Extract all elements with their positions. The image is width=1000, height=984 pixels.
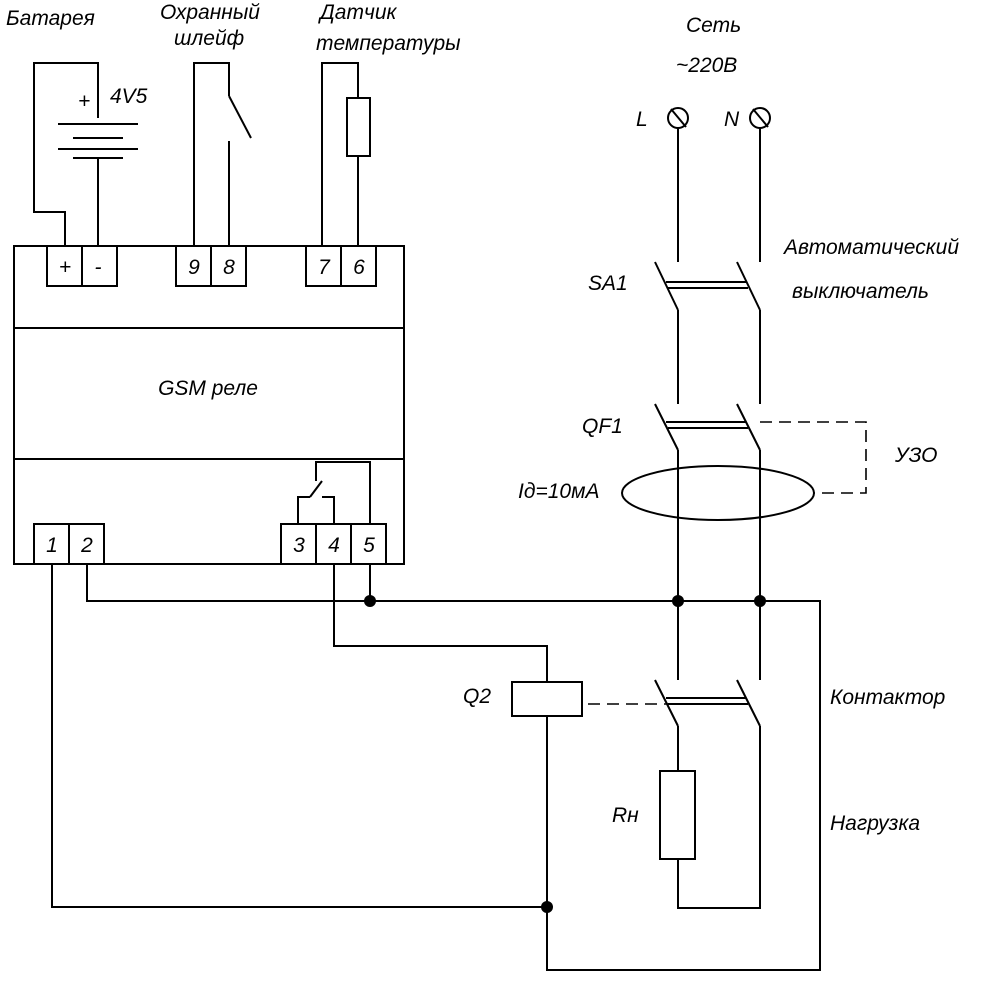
rcd-qf1: QF1 УЗО Iд=10мА (518, 403, 937, 680)
terminal-9-label: 9 (188, 256, 200, 279)
battery-plus-sign: + (78, 90, 90, 113)
junction-dot (672, 595, 684, 607)
battery: Батарея + 4V5 (6, 7, 148, 246)
terminal-minus-label: - (95, 256, 102, 279)
top-terminal-blocks: + - 9 8 7 6 (46, 245, 377, 287)
security-loop: Охранный шлейф (160, 1, 260, 246)
current-transformer-ring (621, 465, 815, 521)
temp-sensor-label-line2: температуры (316, 32, 461, 55)
mains-label-line2: ~220В (676, 54, 737, 77)
temp-sensor-label-line1: Датчик (318, 1, 398, 24)
security-loop-label-line2: шлейф (174, 27, 244, 50)
gsm-relay-module: GSM реле (13, 245, 405, 565)
battery-voltage-label: 4V5 (110, 85, 148, 108)
mains-supply: Сеть ~220В L N (636, 14, 771, 131)
terminal-4-label: 4 (328, 534, 340, 557)
terminal-6-label: 6 (353, 256, 365, 279)
security-loop-label-line1: Охранный (160, 1, 260, 24)
junction-dot (364, 595, 376, 607)
terminal-8-label: 8 (223, 256, 235, 279)
terminal-5 (350, 523, 387, 565)
neutral-terminal-icon (749, 107, 771, 129)
phase-label: L (636, 108, 648, 131)
automatic-breaker-sa1: SA1 Автоматический выключатель (588, 128, 959, 404)
sa1-label: SA1 (588, 272, 628, 295)
bottom-terminal-blocks: 1 2 3 4 5 (33, 523, 387, 565)
mains-label-line1: Сеть (686, 14, 741, 37)
gsm-relay-label: GSM реле (158, 377, 258, 400)
q2-label: Q2 (463, 685, 491, 708)
terminal-7-label: 7 (318, 256, 331, 279)
rcd-label: УЗО (894, 444, 937, 467)
terminal-3-label: 3 (293, 534, 305, 557)
terminal-5-label: 5 (363, 534, 375, 557)
terminal-2-label: 2 (80, 534, 93, 557)
breaker-label-line1: Автоматический (782, 236, 959, 259)
terminal-1-label: 1 (46, 534, 58, 557)
contactor-q2: Q2 Контактор (463, 679, 945, 727)
leak-current-label: Iд=10мА (518, 480, 599, 503)
contactor-coil (511, 681, 583, 717)
terminal-plus-label: + (59, 256, 71, 279)
load: Rн Нагрузка (612, 726, 920, 909)
temp-sensor-resistor (346, 97, 371, 157)
load-resistor (659, 770, 696, 860)
rn-label: Rн (612, 804, 639, 827)
load-label: Нагрузка (830, 812, 920, 835)
control-wiring (51, 564, 821, 971)
contactor-label: Контактор (830, 686, 945, 709)
breaker-label-line2: выключатель (792, 280, 929, 303)
temperature-sensor: Датчик температуры (316, 1, 461, 246)
phase-terminal-icon (667, 107, 689, 129)
qf1-label: QF1 (582, 415, 623, 438)
internal-relay-contact (297, 461, 371, 524)
junction-dot (541, 901, 553, 913)
terminal-minus (81, 245, 118, 287)
neutral-label: N (724, 108, 740, 131)
junction-dot (754, 595, 766, 607)
battery-label: Батарея (6, 7, 95, 30)
